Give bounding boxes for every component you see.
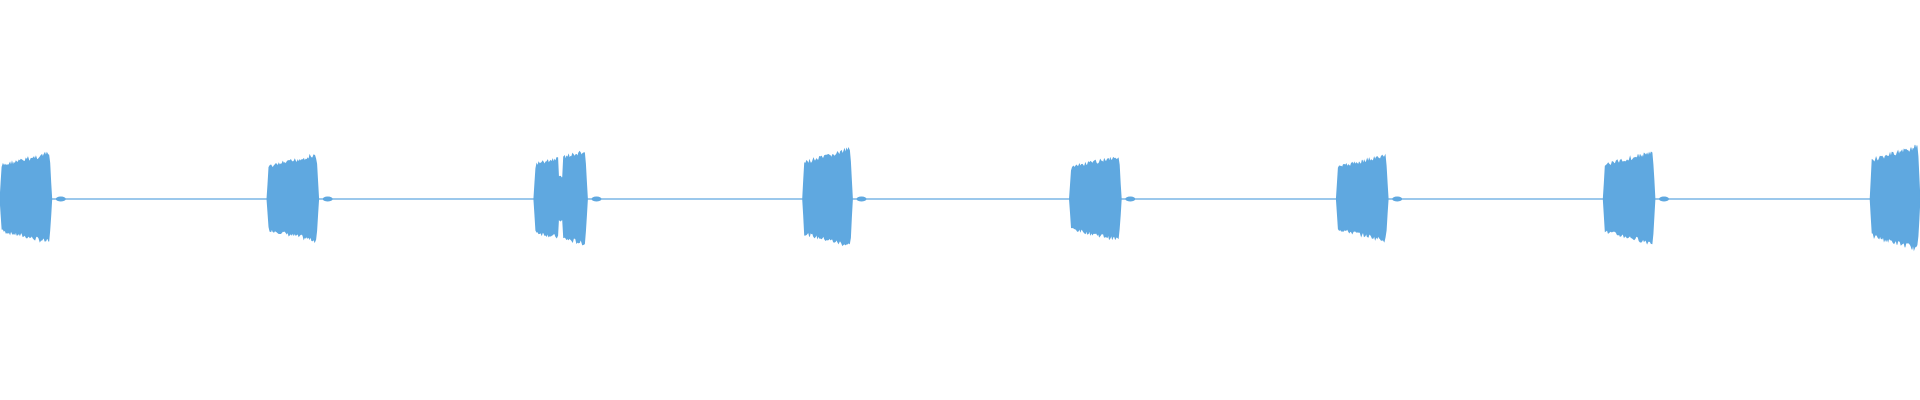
waveform-burst-3 [533,150,588,246]
waveform-burst-7 [1602,151,1656,245]
waveform-burst-8 [1869,144,1920,252]
waveform-tail-1 [55,196,66,202]
waveform-tail-2 [322,196,333,202]
waveform-tail-6 [1392,196,1403,202]
waveform-burst-1 [0,151,53,243]
waveform-burst-5 [1068,156,1122,241]
waveform-tail-3 [591,196,602,202]
waveform-tail-7 [1659,196,1669,202]
waveform-burst-2 [266,153,320,244]
waveform-burst-4 [802,147,853,247]
waveform-tail-4 [856,196,867,202]
waveform-tail-5 [1125,196,1136,202]
waveform-burst-6 [1335,153,1389,243]
